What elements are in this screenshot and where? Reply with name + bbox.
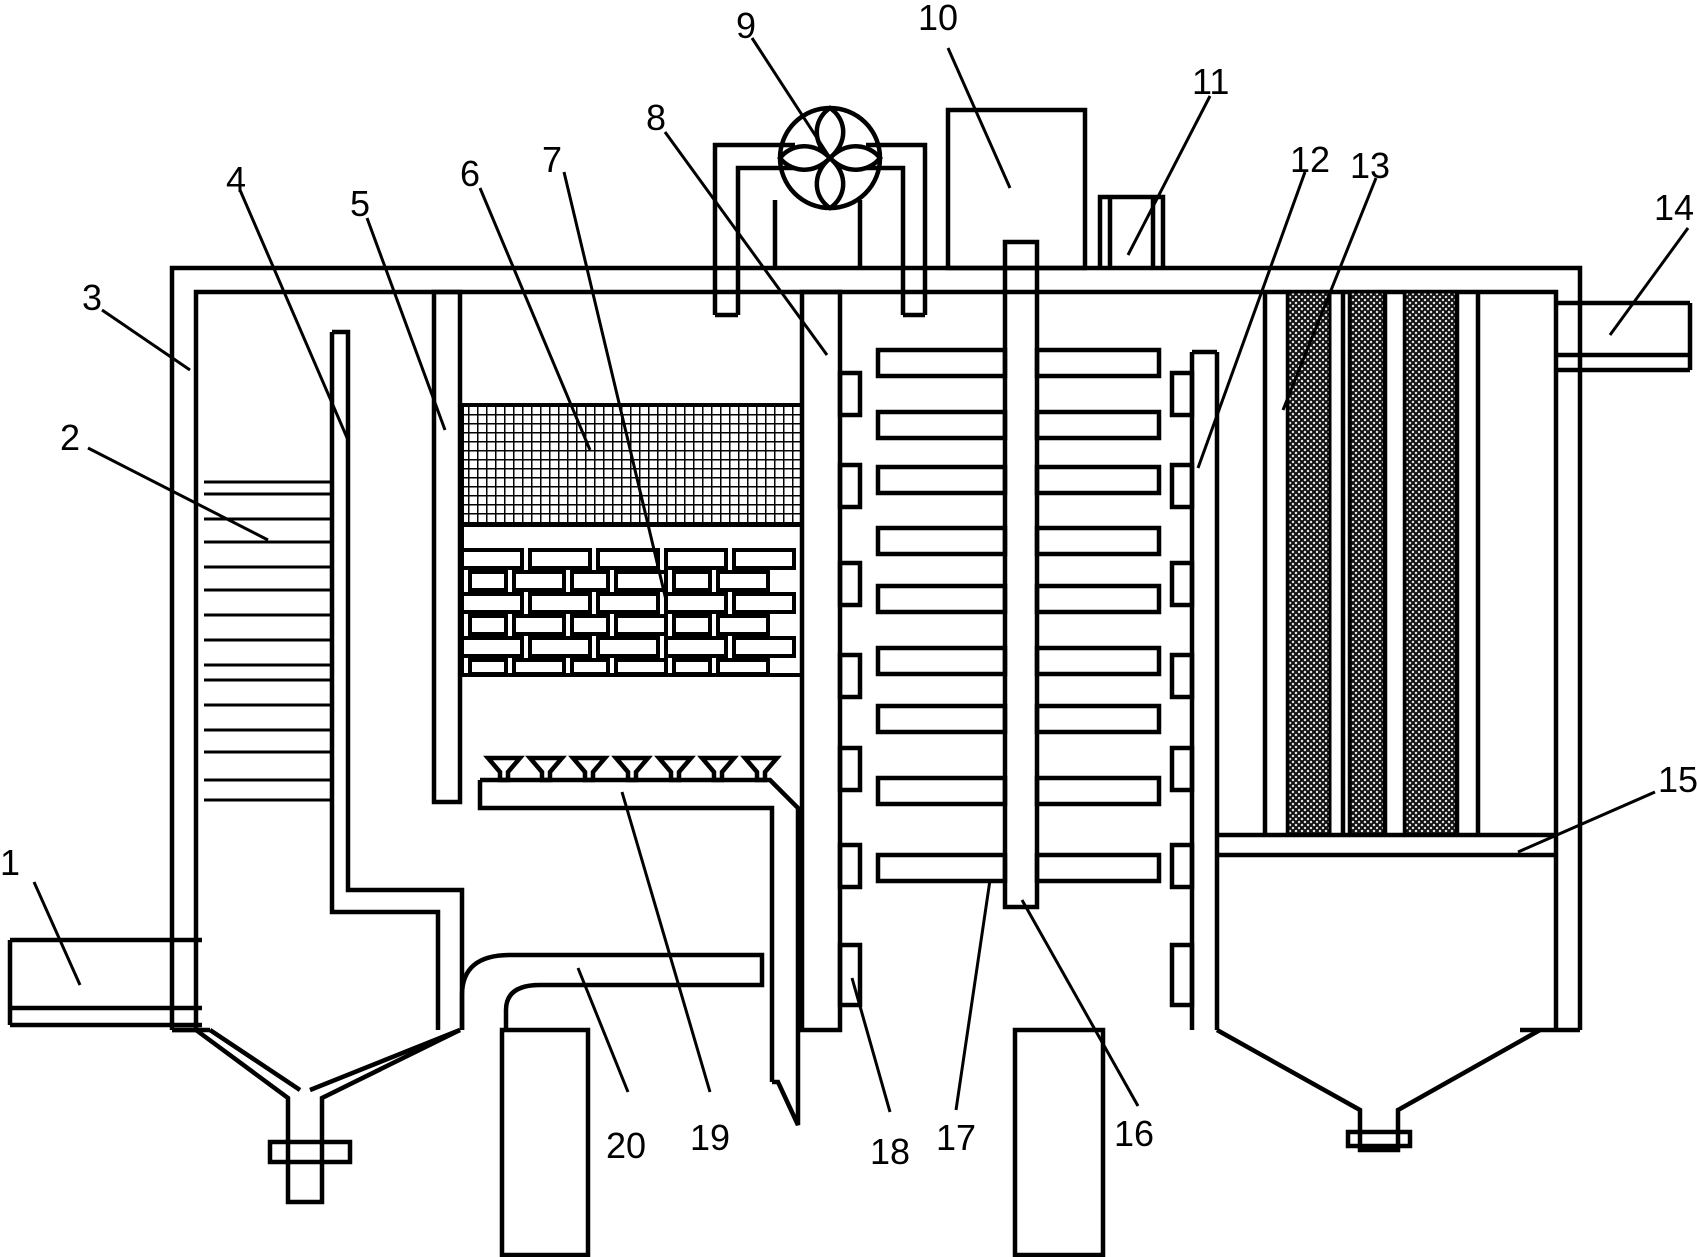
label-12: 12 — [1290, 139, 1330, 180]
label-7: 7 — [542, 139, 562, 180]
central-shaft — [1002, 239, 1040, 910]
inlet-pipe — [7, 937, 202, 1028]
label-13: 13 — [1350, 145, 1390, 186]
label-11: 11 — [1192, 61, 1229, 102]
label-1: 1 — [0, 842, 20, 883]
mesh-filter-layer — [460, 403, 804, 527]
right-sludge-hopper — [1215, 1028, 1542, 1153]
label-3: 3 — [82, 277, 102, 318]
support-legs — [499, 1027, 1106, 1257]
partition-8 — [799, 289, 843, 1033]
left-sludge-hopper — [172, 1027, 461, 1205]
label-8: 8 — [646, 97, 666, 138]
control-box — [945, 107, 1088, 271]
label-10: 10 — [918, 0, 958, 38]
label-5: 5 — [350, 183, 370, 224]
label-4: 4 — [226, 159, 246, 200]
aeration-nozzles — [483, 755, 782, 783]
label-18: 18 — [870, 1131, 910, 1172]
left-comb-blocks — [837, 370, 863, 1008]
aeration-manifold — [477, 755, 801, 1126]
outlet-pipe — [1556, 300, 1693, 373]
partition-12 — [1189, 349, 1220, 1030]
stirring-paddles — [875, 347, 1162, 884]
label-15: 15 — [1658, 759, 1697, 800]
baffle-4 — [329, 329, 465, 1030]
brick-filler-layer — [460, 523, 804, 677]
right-comb-blocks — [1169, 370, 1195, 1008]
blower — [712, 105, 928, 318]
label-9: 9 — [736, 5, 756, 46]
label-20: 20 — [606, 1125, 646, 1166]
label-2: 2 — [60, 417, 80, 458]
inclined-plate-stack — [204, 480, 330, 802]
label-6: 6 — [460, 153, 480, 194]
label-19: 19 — [690, 1117, 730, 1158]
baffle-5 — [431, 289, 463, 805]
support-plate — [1217, 832, 1556, 858]
label-14: 14 — [1654, 187, 1694, 228]
air-distribution-pipe — [459, 952, 765, 1030]
leader-lines — [32, 37, 1690, 1113]
part-labels: 1 2 3 4 5 6 7 8 9 10 11 12 13 14 15 16 1… — [0, 0, 1697, 1172]
label-17: 17 — [936, 1117, 976, 1158]
label-16: 16 — [1114, 1113, 1154, 1154]
